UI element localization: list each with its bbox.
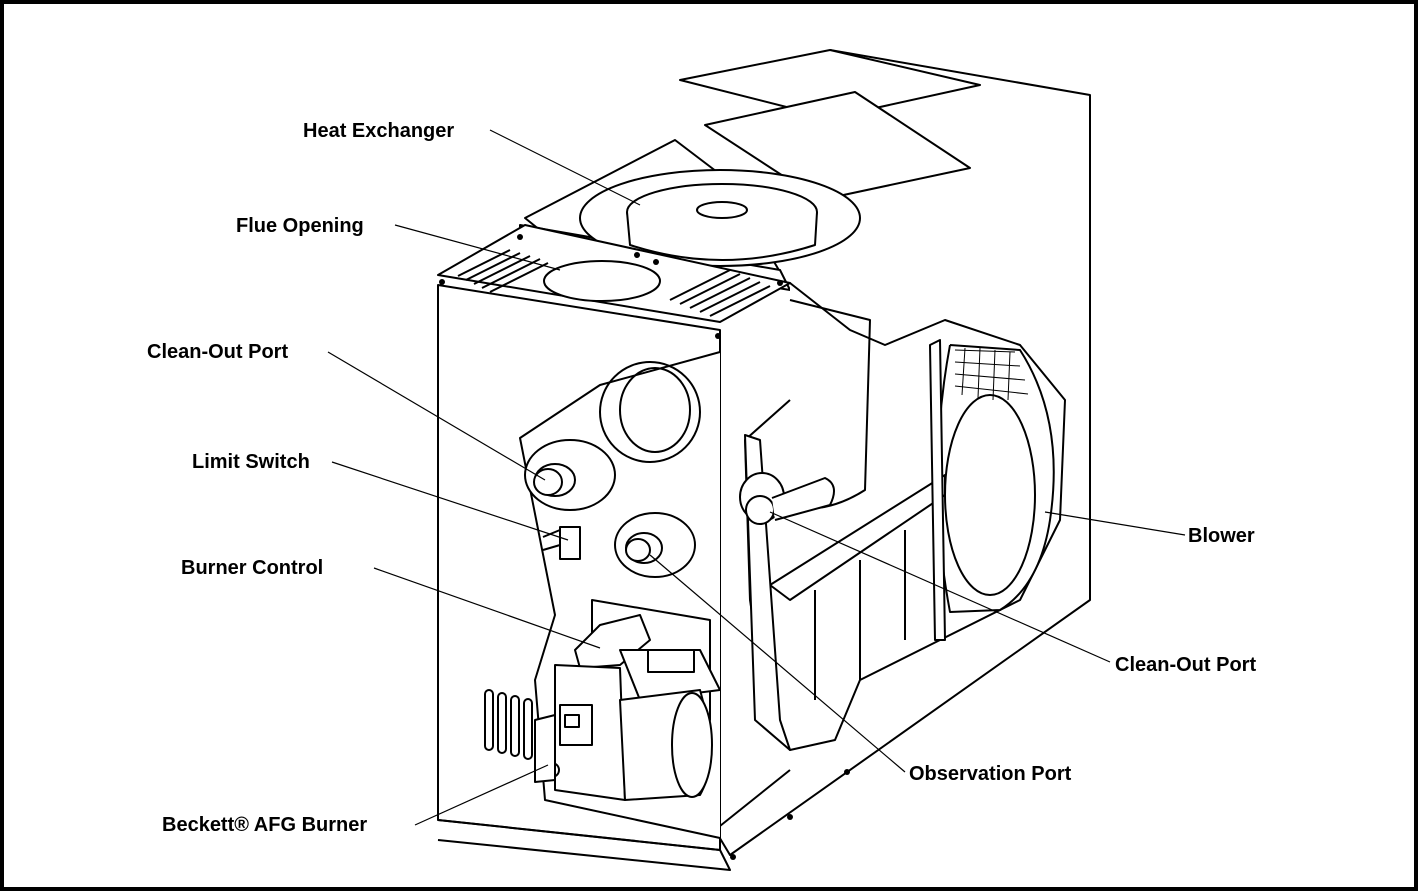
leader-limit-switch — [331, 461, 569, 541]
leader-lines — [327, 129, 1186, 826]
furnace-drawing — [437, 49, 1091, 871]
label-heat-exchanger: Heat Exchanger — [303, 120, 454, 142]
leader-beckett-burner — [414, 764, 549, 826]
burner-small-window — [564, 714, 580, 728]
blower-filter-grid — [954, 347, 1029, 401]
label-beckett-burner: Beckett® AFG Burner — [162, 814, 367, 836]
side-frame-strip — [929, 339, 946, 641]
label-limit-switch: Limit Switch — [192, 451, 310, 473]
label-flue-opening: Flue Opening — [236, 215, 364, 237]
louvers-right — [669, 269, 771, 317]
heat-exchanger-center-hole — [696, 201, 748, 219]
louvers-left — [457, 249, 549, 293]
clean-out-port-right-tube — [771, 477, 835, 521]
clean-out-port-left-knob — [533, 468, 563, 496]
burner-ignition-window — [647, 649, 695, 673]
burner-motor-end — [671, 692, 713, 798]
label-observation-port: Observation Port — [909, 763, 1072, 785]
observation-port-knob — [625, 538, 651, 562]
combustion-chamber-opening — [599, 361, 701, 463]
label-clean-out-port-right: Clean-Out Port — [1115, 654, 1256, 676]
label-burner-control: Burner Control — [181, 557, 323, 579]
leader-observation-port — [649, 554, 906, 773]
clean-out-port-right-knob — [745, 495, 775, 525]
leader-flue-opening — [394, 224, 561, 271]
screws — [439, 234, 850, 860]
leader-burner-control — [373, 567, 601, 649]
top-rear-frame — [679, 49, 981, 119]
limit-switch-body — [559, 526, 581, 560]
burner-fittings — [534, 714, 560, 783]
label-blower: Blower — [1188, 525, 1255, 547]
limit-switch-bracket — [542, 529, 561, 551]
heat-exchanger-drum-side — [626, 211, 818, 261]
leader-clean-out-port-right — [769, 511, 1111, 663]
blower-shelf — [769, 474, 946, 601]
shelf-support — [814, 530, 906, 700]
combustion-chamber-inner — [619, 367, 691, 453]
vent-slots — [484, 689, 533, 760]
cabinet-base — [437, 819, 731, 871]
label-clean-out-port-left: Clean-Out Port — [147, 341, 288, 363]
flue-opening — [543, 260, 661, 302]
leader-blower — [1044, 511, 1186, 536]
leader-clean-out-port-left — [327, 351, 546, 481]
leader-heat-exchanger — [489, 129, 641, 206]
